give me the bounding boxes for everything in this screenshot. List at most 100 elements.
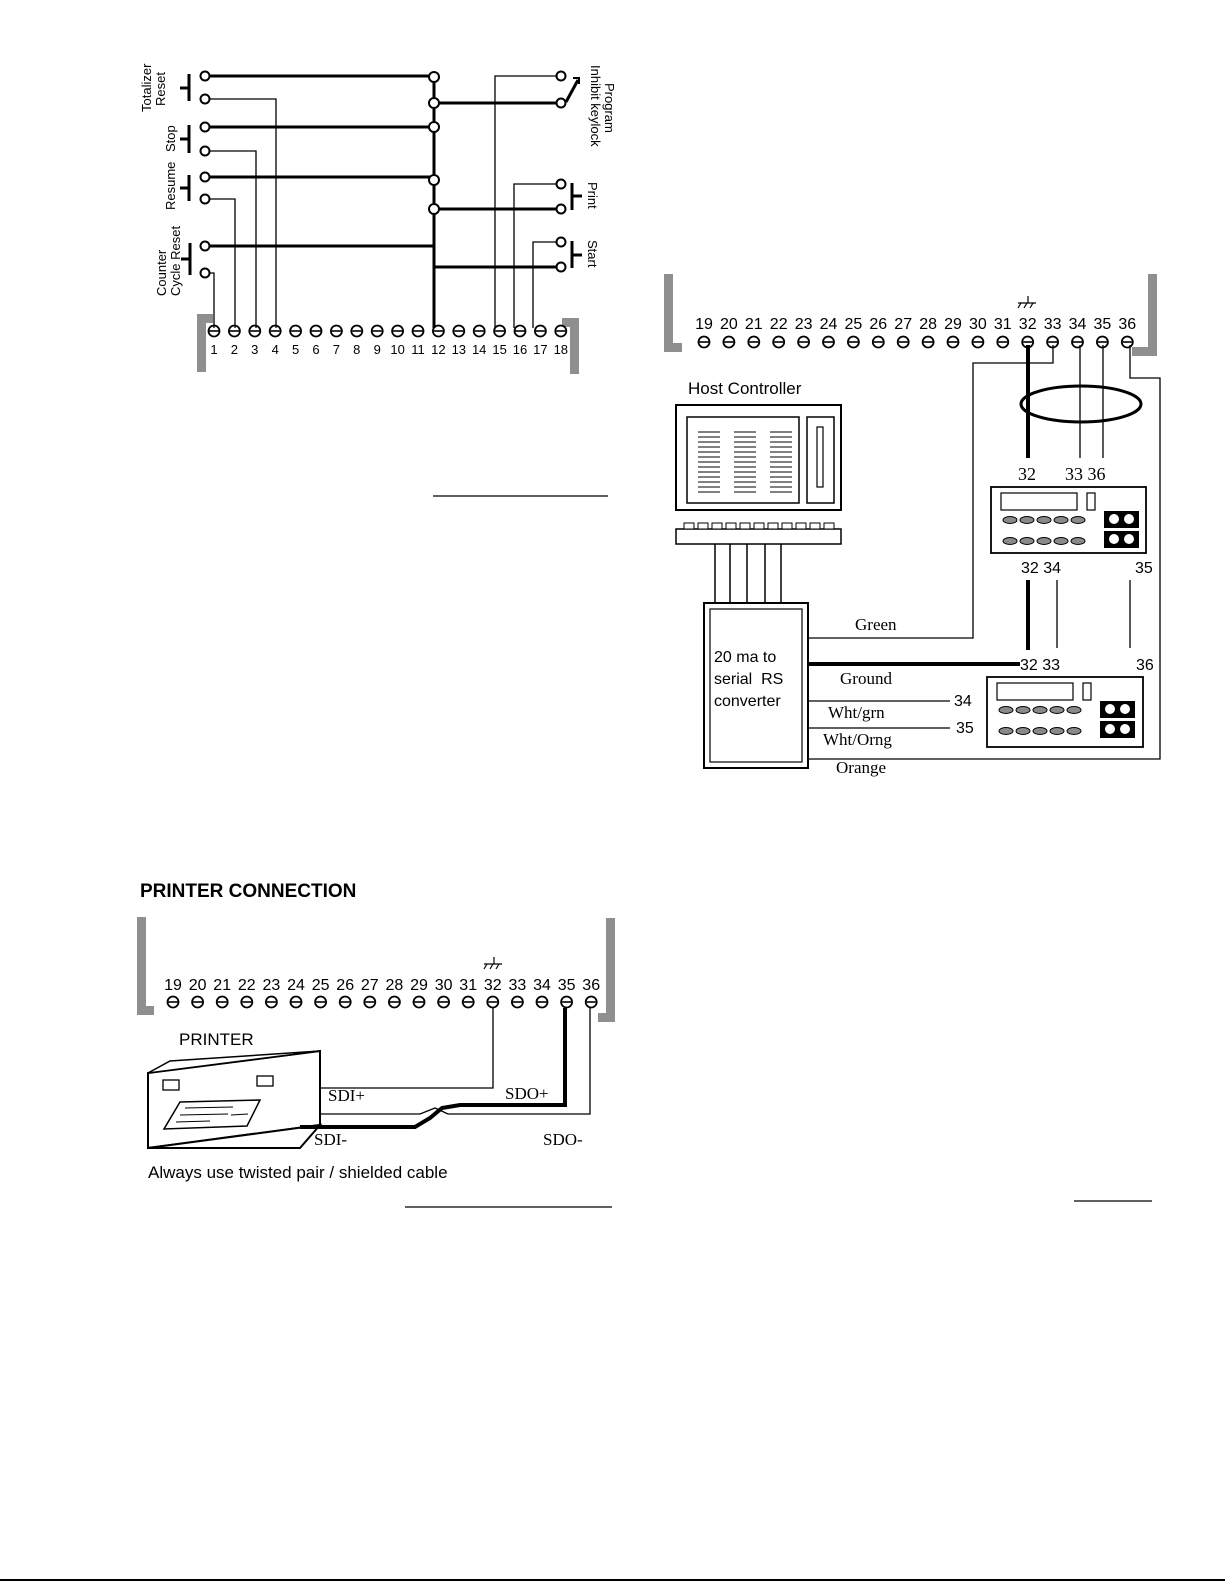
terminal-number: 34 <box>533 977 551 994</box>
svg-text:serial RS: serial RS <box>714 671 783 688</box>
terminal-number: 26 <box>336 977 354 994</box>
terminal-number: 3 <box>251 342 258 357</box>
program-inhibit-label: Program Inhibit keylock <box>588 65 617 147</box>
terminal-number: 24 <box>287 977 305 994</box>
terminal-number: 6 <box>312 342 319 357</box>
printer-connection-diagram: PRINTER CONNECTION 19 20 21 22 23 24 25 26 27 28 2… <box>137 881 615 1208</box>
terminal-number: 15 <box>492 342 506 357</box>
terminal-number: 29 <box>410 977 428 994</box>
terminal-number: 2 <box>231 342 238 357</box>
terminal-number: 28 <box>386 977 404 994</box>
right-bracket <box>570 318 579 374</box>
svg-text:32 34: 32 34 <box>1021 560 1061 577</box>
instrument-unit-1 <box>990 486 1147 554</box>
terminal-number: 31 <box>994 316 1012 333</box>
terminal-number: 32 <box>1019 316 1037 333</box>
terminal-number: 13 <box>452 342 466 357</box>
converter-box: 20 ma to serial RS converter <box>703 602 809 769</box>
printer-label: PRINTER <box>179 1030 254 1049</box>
stop-label: Stop <box>163 125 178 152</box>
terminal-number: 20 <box>720 316 738 333</box>
terminal-number: 35 <box>558 977 576 994</box>
terminal-number: 24 <box>820 316 838 333</box>
host-computer-icon <box>675 404 842 545</box>
svg-text:33 36: 33 36 <box>1065 464 1106 484</box>
terminal-number: 25 <box>845 316 863 333</box>
svg-text:34: 34 <box>954 693 972 710</box>
printer-connection-title: PRINTER CONNECTION <box>140 881 356 902</box>
terminal-number: 1 <box>210 342 217 357</box>
terminal-number: 36 <box>1118 316 1136 333</box>
terminal-number: 10 <box>390 342 404 357</box>
sdi-plus-label: SDI+ <box>328 1086 365 1105</box>
terminal-number: 11 <box>411 342 425 357</box>
terminal-number: 9 <box>374 342 381 357</box>
terminal-number: 29 <box>944 316 962 333</box>
terminal-number: 19 <box>164 977 182 994</box>
terminal-number: 21 <box>745 316 763 333</box>
terminal-labels-19-36-printer: 19 20 21 22 23 24 25 26 27 28 29 30 31 32 33 34 35 36 <box>164 977 600 994</box>
terminal-number: 27 <box>361 977 379 994</box>
terminal-number: 30 <box>969 316 987 333</box>
terminal-number: 34 <box>1069 316 1087 333</box>
sdo-plus-label: SDO+ <box>505 1084 549 1103</box>
terminal-number: 36 <box>582 977 600 994</box>
terminal-labels-19-36: 19 20 21 22 23 24 25 26 27 28 29 30 31 32 33 34 35 36 <box>695 316 1136 333</box>
sdo-minus-label: SDO- <box>543 1130 583 1149</box>
terminal-number: 7 <box>333 342 340 357</box>
terminal-number: 22 <box>770 316 788 333</box>
terminal-number: 12 <box>431 342 445 357</box>
terminal-number: 18 <box>554 342 568 357</box>
ground-icon <box>483 957 502 970</box>
host-wiring-diagram: 19 20 21 22 23 24 25 26 27 28 29 30 31 32 33 34 35 36 Hos… <box>664 274 1161 777</box>
terminal-number: 33 <box>509 977 527 994</box>
terminal-number: 26 <box>869 316 887 333</box>
ground-wire-label: Ground <box>840 669 892 688</box>
terminal-number: 16 <box>513 342 527 357</box>
terminal-number: 28 <box>919 316 937 333</box>
terminal-number: 4 <box>272 342 279 357</box>
terminal-number: 25 <box>312 977 330 994</box>
terminal-number: 22 <box>238 977 256 994</box>
host-controller-label: Host Controller <box>688 379 802 398</box>
start-label: Start <box>585 240 600 268</box>
terminal-number: 31 <box>459 977 477 994</box>
left-bracket <box>197 314 206 372</box>
terminal-number: 5 <box>292 342 299 357</box>
terminal-number: 30 <box>435 977 453 994</box>
sdi-minus-label: SDI- <box>314 1130 347 1149</box>
terminal-number: 32 <box>484 977 502 994</box>
orange-wire-label: Orange <box>836 758 886 777</box>
resume-label: Resume <box>163 162 178 210</box>
terminal-number: 21 <box>213 977 231 994</box>
terminal-strip-19-36-printer <box>166 995 598 1009</box>
instrument-unit-2 <box>986 676 1144 748</box>
svg-text:converter: converter <box>714 693 781 710</box>
svg-text:35: 35 <box>956 720 974 737</box>
svg-text:32 33: 32 33 <box>1020 657 1060 674</box>
terminal-strip-1-18 <box>207 324 568 338</box>
terminal-number: 27 <box>894 316 912 333</box>
terminal-strip-19-36 <box>697 335 1134 349</box>
terminal-number: 33 <box>1044 316 1062 333</box>
svg-text:35: 35 <box>1135 560 1153 577</box>
terminal-number: 19 <box>695 316 713 333</box>
terminal-number: 35 <box>1094 316 1112 333</box>
terminal-number: 20 <box>189 977 207 994</box>
twisted-pair-ellipse <box>1019 384 1143 424</box>
counter-cycle-reset-label: Counter Cycle Reset <box>154 226 183 296</box>
wht-orng-wire-label: Wht/Orng <box>823 730 892 749</box>
terminal-number: 23 <box>795 316 813 333</box>
terminal-number: 17 <box>533 342 547 357</box>
svg-text:36: 36 <box>1136 657 1154 674</box>
print-label: Print <box>585 182 600 209</box>
totalizer-reset-label: Totalizer Reset <box>139 60 168 112</box>
svg-text:20 ma to: 20 ma to <box>714 649 776 666</box>
ground-icon <box>1017 296 1036 309</box>
terminal-number: 23 <box>263 977 281 994</box>
svg-text:32: 32 <box>1018 464 1036 484</box>
cable-caption: Always use twisted pair / shielded cable <box>148 1163 448 1182</box>
